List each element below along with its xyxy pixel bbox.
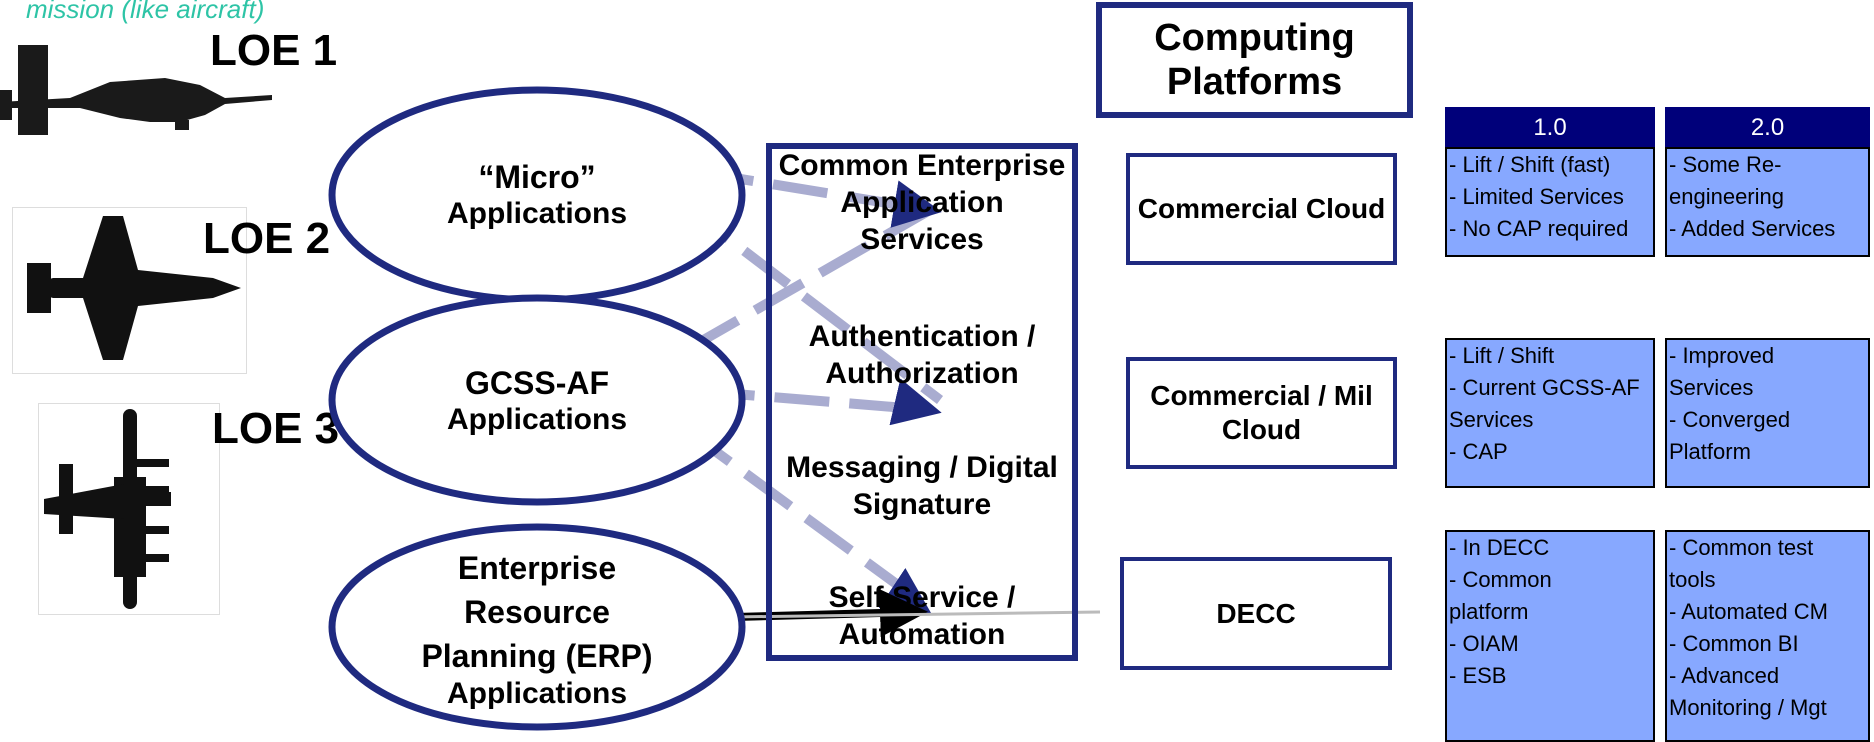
micro-apps-subtitle: Applications [446,197,627,230]
cell-loe3-v1: - In DECC - Common platform - OIAM - ESB [1445,530,1655,742]
cell-loe2-v1: - Lift / Shift - Current GCSS-AF Service… [1445,338,1655,488]
cell-loe1-v1: - Lift / Shift (fast) - Limited Services… [1445,147,1655,257]
platform-commercial-cloud: Commercial Cloud [1126,153,1397,265]
micro-apps-title: “Micro” [478,159,596,195]
service-authentication: Authentication / Authorization [808,320,1036,390]
platform-commercial-mil-cloud: Commercial / Mil Cloud [1126,357,1397,469]
arrow-erp-decc-highlight [729,610,1101,619]
service-messaging: Messaging / Digital Signature [786,451,1058,521]
service-self-service: Self Service / Automation [828,581,1016,651]
gcss-apps-title: GCSS-AF [465,364,609,401]
uav-drone-icon [0,45,272,135]
gcss-apps-ellipse [328,294,746,506]
erp-apps-ellipse [328,523,746,731]
cell-loe2-v2: - Improved Services - Converged Platform [1665,338,1870,488]
cell-loe1-v2: - Some Re- engineering - Added Services [1665,147,1870,257]
fighter-jet-icon [27,216,241,360]
gcss-apps-subtitle: Applications [446,402,627,436]
cell-loe3-v2: - Common test tools - Automated CM - Com… [1665,530,1870,742]
services-column [766,143,1078,661]
erp-apps-title: Enterprise Resource Planning (ERP) [421,549,653,674]
version-1-header: 1.0 [1445,107,1655,149]
erp-apps-subtitle: Applications [446,676,627,710]
micro-apps-label: “Micro” Applications [327,85,747,305]
dashed-gcss-decc [622,380,928,610]
cargo-photo-frame [38,403,220,615]
platform-decc: DECC [1120,557,1392,670]
computing-platforms-header: Computing Platforms [1096,2,1413,118]
dashed-micro-milcloud [621,156,944,404]
arrow-to-milcloud [889,378,942,426]
mission-note: mission (like aircraft) [26,0,265,24]
service-common-enterprise: Common Enterprise Application Services [778,149,1066,256]
erp-apps-label: Enterprise Resource Planning (ERP) Appli… [327,520,747,735]
arrow-to-cloud [890,180,942,228]
loe-2-label: LOE 2 [203,214,331,263]
cargo-aircraft-icon [44,409,171,609]
loe-1-label: LOE 1 [210,26,338,75]
fighter-photo-frame [12,207,247,374]
loe-3-label: LOE 3 [212,404,340,453]
gcss-apps-label: GCSS-AF Applications [327,293,747,508]
dashed-gcss-cloud [622,205,933,390]
version-2-header: 2.0 [1665,107,1870,149]
